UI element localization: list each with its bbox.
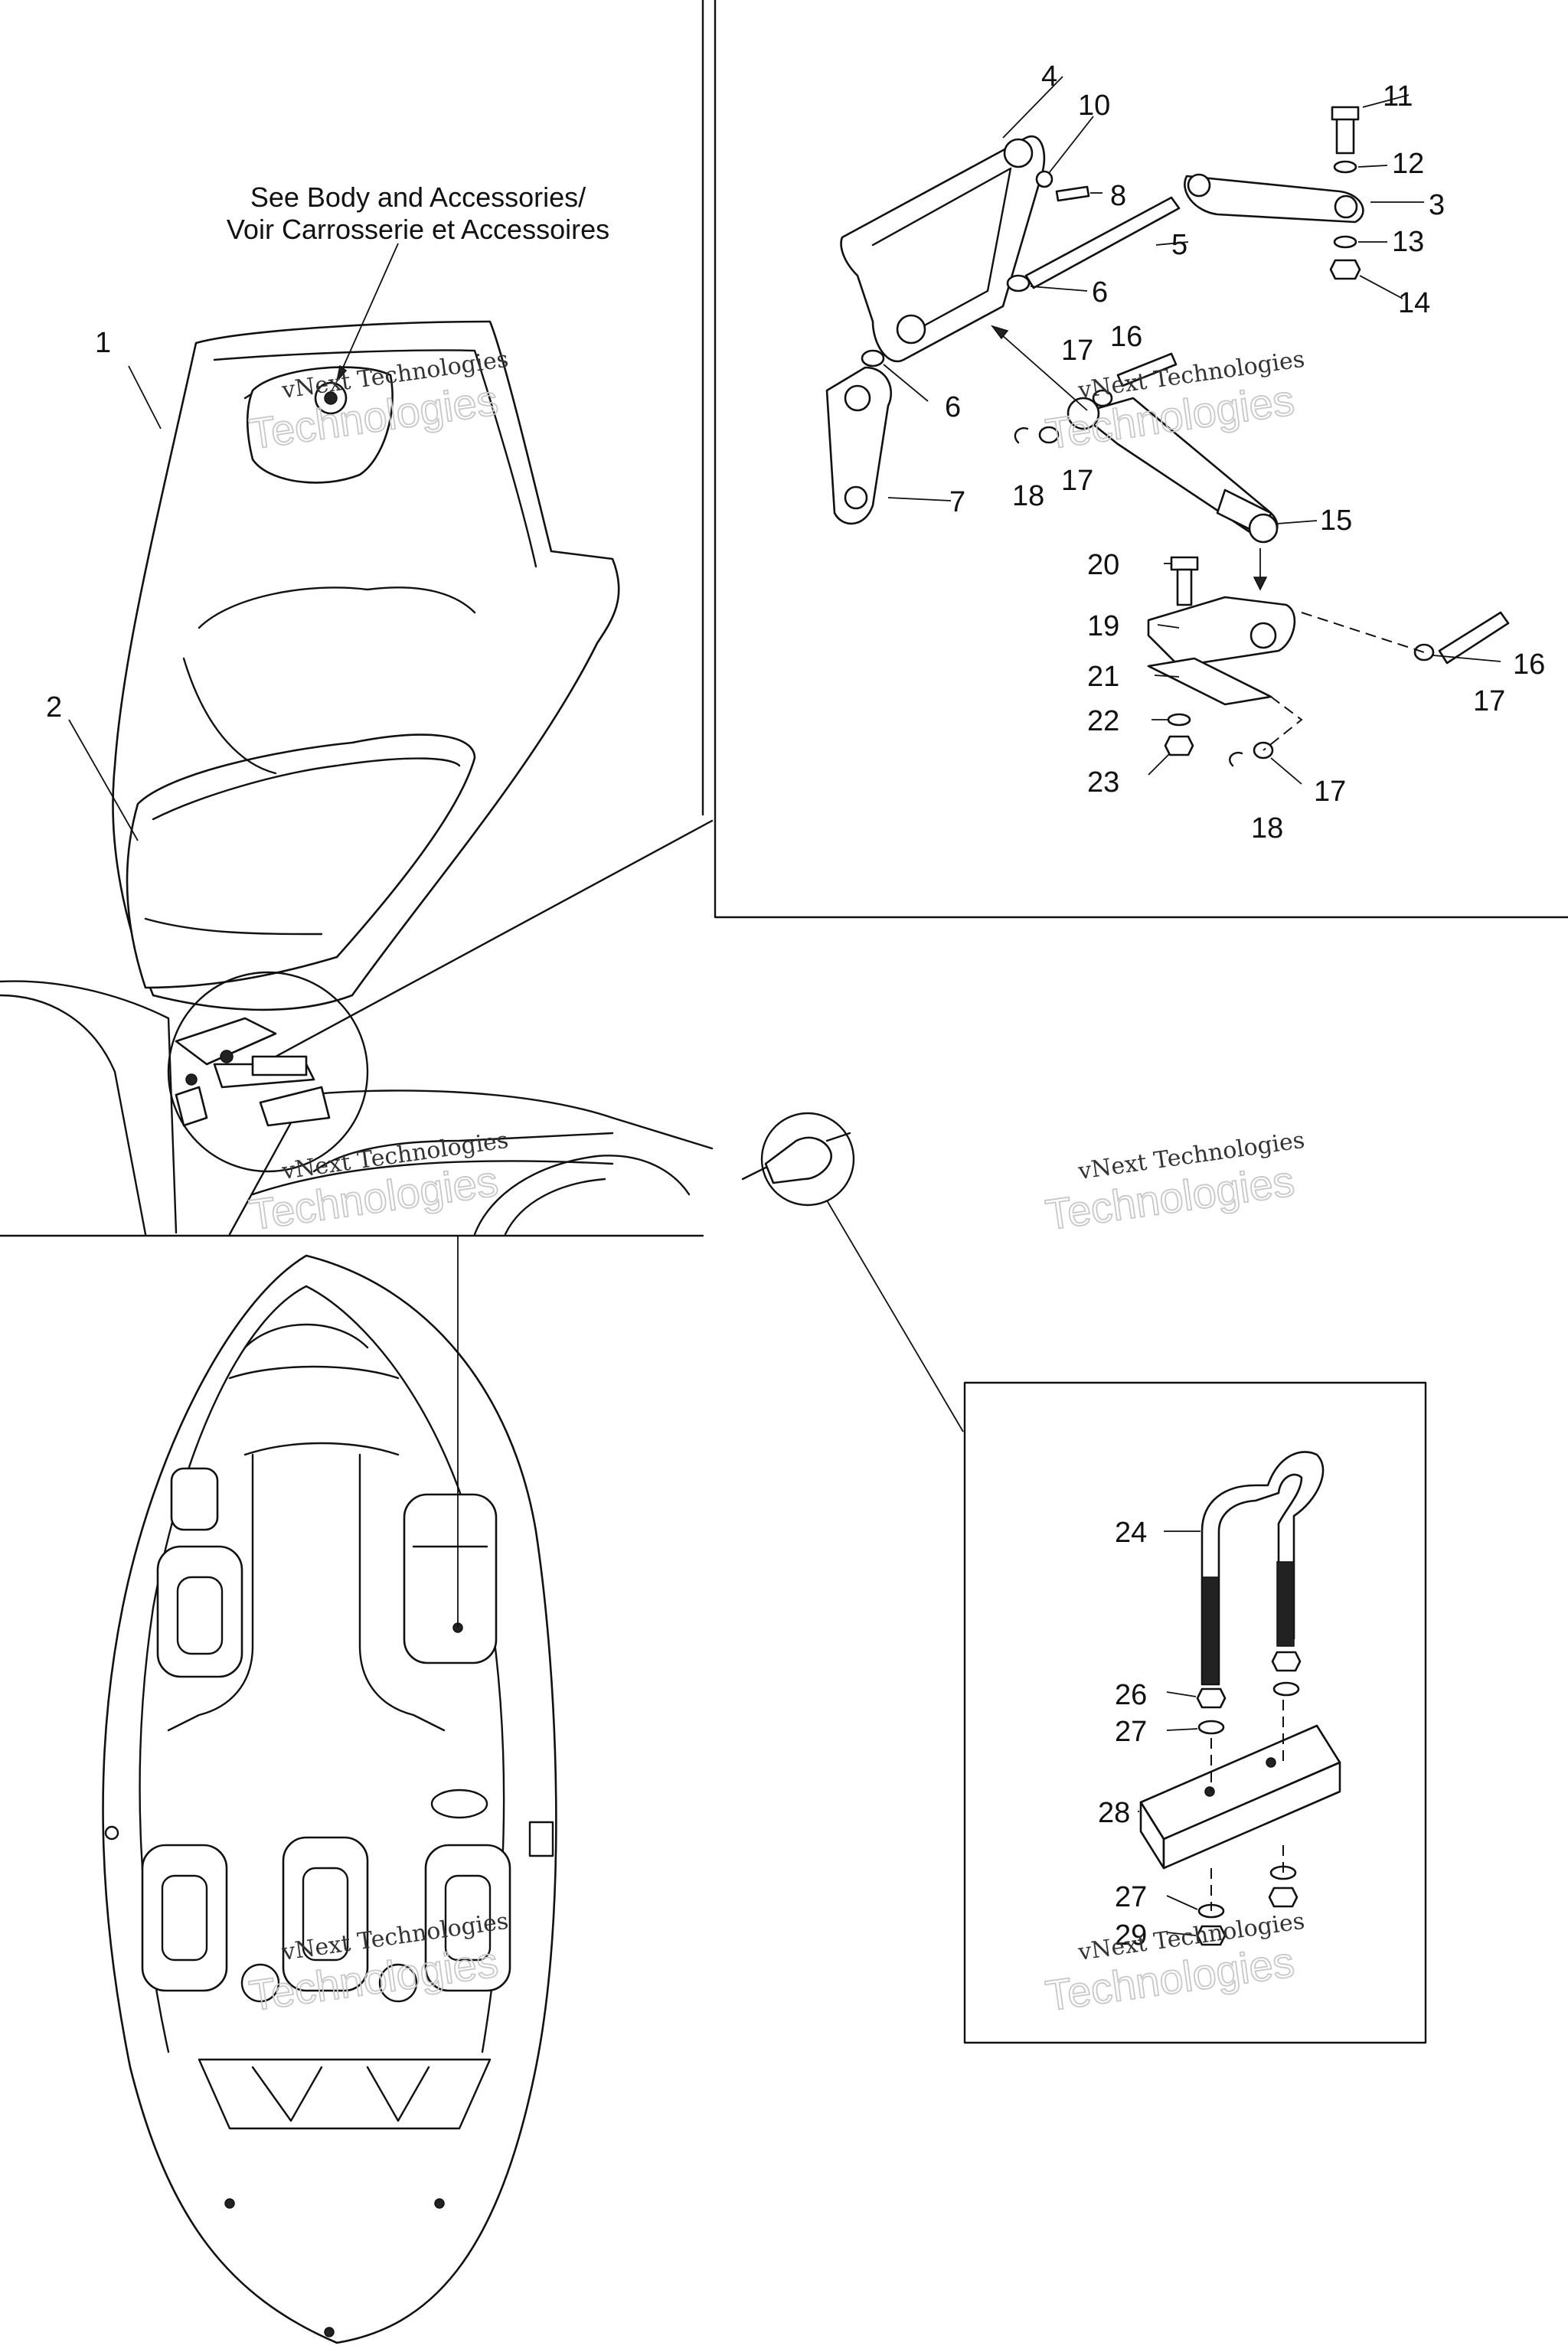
callout-6b: 6 [945, 391, 961, 423]
callout-12: 12 [1392, 148, 1424, 180]
callout-7: 7 [949, 486, 965, 518]
top-view-of-craft [102, 1236, 557, 2344]
note-line-1: See Body and Accessories/ [250, 181, 586, 213]
callout-17d: 17 [1314, 776, 1346, 808]
callout-29: 29 [1115, 1919, 1147, 1952]
callout-6a: 6 [1092, 276, 1108, 309]
callout-2: 2 [46, 691, 62, 724]
callout-23: 23 [1087, 766, 1119, 799]
support-parts-view [825, 76, 1510, 785]
callout-8: 8 [1110, 180, 1126, 212]
callout-20: 20 [1087, 549, 1119, 581]
callout-26: 26 [1115, 1679, 1147, 1711]
callout-5: 5 [1171, 229, 1187, 261]
callout-1: 1 [95, 327, 111, 359]
callout-27b: 27 [1115, 1881, 1147, 1913]
callout-15: 15 [1320, 505, 1352, 537]
callout-10: 10 [1078, 90, 1110, 122]
callout-16b: 16 [1513, 648, 1545, 681]
callout-17c: 17 [1473, 685, 1505, 717]
callout-21: 21 [1087, 661, 1119, 693]
callout-22: 22 [1087, 705, 1119, 737]
callout-11: 11 [1383, 80, 1413, 113]
callout-4: 4 [1041, 60, 1057, 93]
callout-17b: 17 [1061, 465, 1093, 497]
callout-17a: 17 [1061, 335, 1093, 367]
callout-28: 28 [1098, 1797, 1130, 1829]
panel-borders [0, 0, 1568, 2044]
callout-3: 3 [1429, 189, 1445, 221]
callout-13: 13 [1392, 226, 1424, 258]
callout-27a: 27 [1115, 1716, 1147, 1748]
callout-16a: 16 [1110, 321, 1142, 353]
callout-14: 14 [1398, 287, 1430, 319]
seat-assembly-view [0, 243, 964, 1432]
callout-18a: 18 [1012, 480, 1044, 512]
callout-18b: 18 [1251, 812, 1283, 844]
callout-24: 24 [1115, 1517, 1147, 1549]
tie-down-parts-view [1138, 1451, 1341, 1946]
callout-19: 19 [1087, 610, 1119, 642]
callout-numbers: 1 2 4 10 11 12 8 3 5 13 6 14 16 17 6 17 … [46, 60, 1545, 1952]
note-line-2: Voir Carrosserie et Accessoires [227, 214, 609, 245]
